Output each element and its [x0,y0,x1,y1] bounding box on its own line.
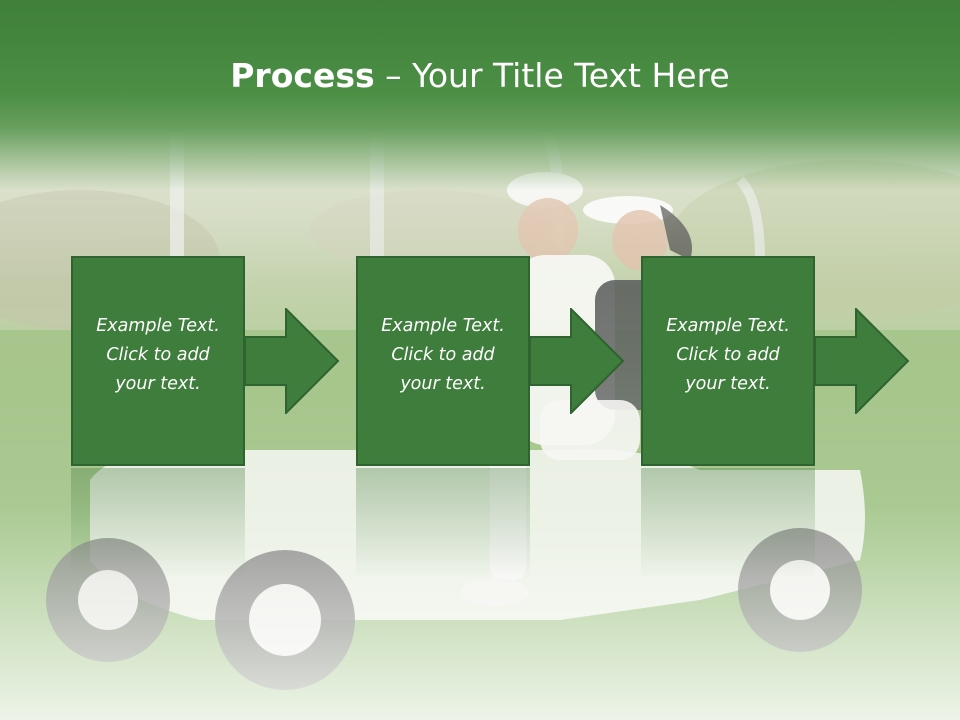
step-2-arrow-icon [530,308,625,414]
step-1-reflection [71,468,245,578]
step-2-reflection [356,468,530,578]
process-step-2[interactable]: Example Text. Click to add your text. [356,256,530,466]
step-3-text: Example Text. Click to add your text. [666,316,790,394]
step-1-text: Example Text. Click to add your text. [96,316,220,394]
process-step-1[interactable]: Example Text. Click to add your text. [71,256,245,466]
title-bold: Process [230,56,375,95]
step-1-arrow-icon [245,308,340,414]
step-2-text: Example Text. Click to add your text. [381,316,505,394]
step-3-arrow-icon [815,308,910,414]
process-step-3[interactable]: Example Text. Click to add your text. [641,256,815,466]
title-band [0,0,960,190]
slide-title[interactable]: Process – Your Title Text Here [0,56,960,95]
title-separator: – [374,56,413,95]
title-rest: Your Title Text Here [412,56,730,95]
step-3-reflection [641,468,815,578]
